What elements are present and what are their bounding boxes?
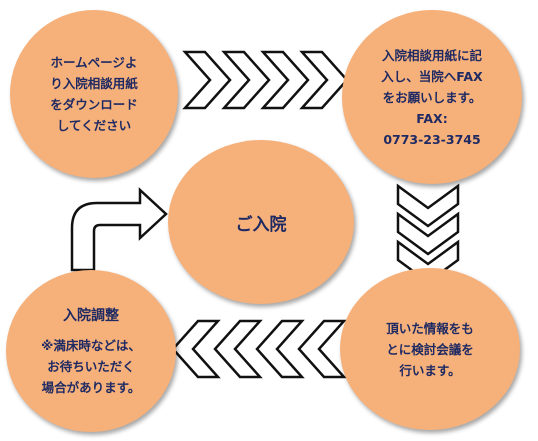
- step-fax-text: 入院相談用紙に記 入し、当院へFAX をお願いします。 FAX: 0773-23…: [381, 47, 483, 147]
- step-download-circle: ホームページよ り入院相談用紙 をダウンロード してください: [10, 10, 178, 178]
- chevron-down-arrows: [396, 183, 460, 284]
- step-fax-circle: 入院相談用紙に記 入し、当院へFAX をお願いします。 FAX: 0773-23…: [342, 10, 522, 184]
- bent-arrow: [70, 187, 168, 272]
- step-adjust-title: 入院調整: [63, 307, 119, 324]
- chevron-right-arrows: [182, 50, 349, 110]
- chevron-left-arrows: [171, 319, 347, 379]
- step-review-text: 頂いた情報をも とに検討会議を 行います。: [386, 320, 474, 378]
- step-review-circle: 頂いた情報をも とに検討会議を 行います。: [340, 268, 520, 430]
- center-admission-circle: ご入院: [168, 140, 354, 304]
- center-admission-label: ご入院: [235, 214, 287, 235]
- step-adjust-circle: 入院調整 ※満床時などは、 お待ちいただく 場合があります。: [6, 270, 176, 432]
- step-adjust-note: ※満床時などは、 お待ちいただく 場合があります。: [41, 337, 141, 395]
- step-download-text: ホームページよ り入院相談用紙 をダウンロード してください: [50, 55, 138, 133]
